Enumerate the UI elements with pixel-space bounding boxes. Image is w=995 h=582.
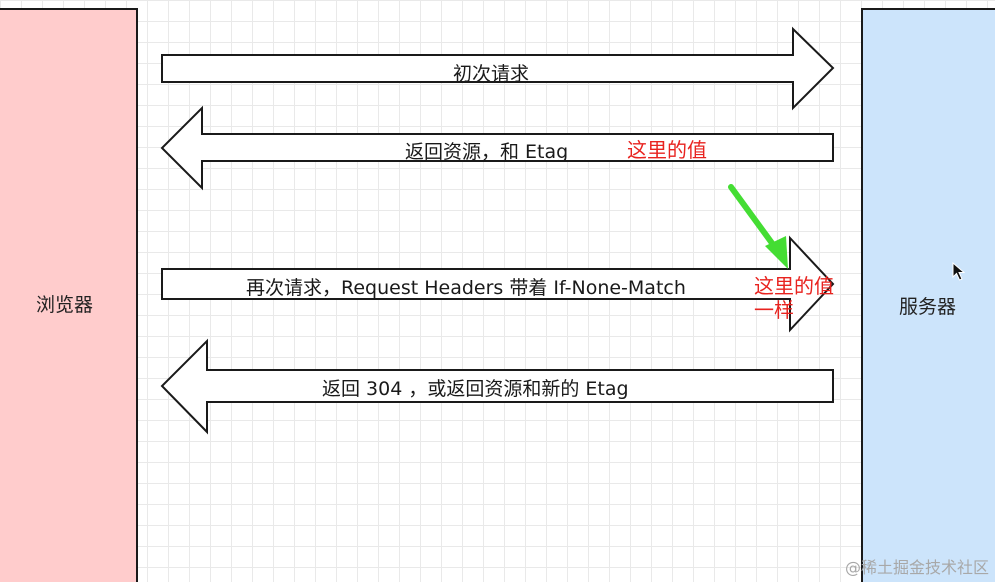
match-note-line-1: 这里的值: [754, 274, 834, 298]
response-etag-label: 返回资源，和 Etag: [405, 141, 569, 163]
response-arrow-2: [160, 338, 834, 435]
conditional-request-label: 再次请求，Request Headers 带着 If-None-Match: [246, 277, 686, 299]
request-arrow-1: [161, 26, 835, 111]
watermark: @稀土掘金技术社区: [844, 558, 989, 577]
mouse-cursor-icon: [952, 262, 966, 281]
etag-value-note: 这里的值: [627, 138, 707, 162]
server-label: 服务器: [899, 296, 957, 318]
green-pointer-arrow: [728, 184, 788, 269]
browser-label: 浏览器: [36, 294, 94, 316]
match-note-line-2: 一样: [754, 298, 794, 322]
request-arrow-2: [161, 235, 835, 333]
initial-request-label: 初次请求: [453, 63, 530, 85]
server-panel: 服务器: [861, 8, 995, 582]
response-304-label: 返回 304 ，或返回资源和新的 Etag: [322, 378, 629, 400]
browser-panel: 浏览器: [0, 8, 138, 582]
match-value-note: 这里的值 一样: [754, 274, 834, 322]
response-arrow-1: [160, 105, 834, 191]
